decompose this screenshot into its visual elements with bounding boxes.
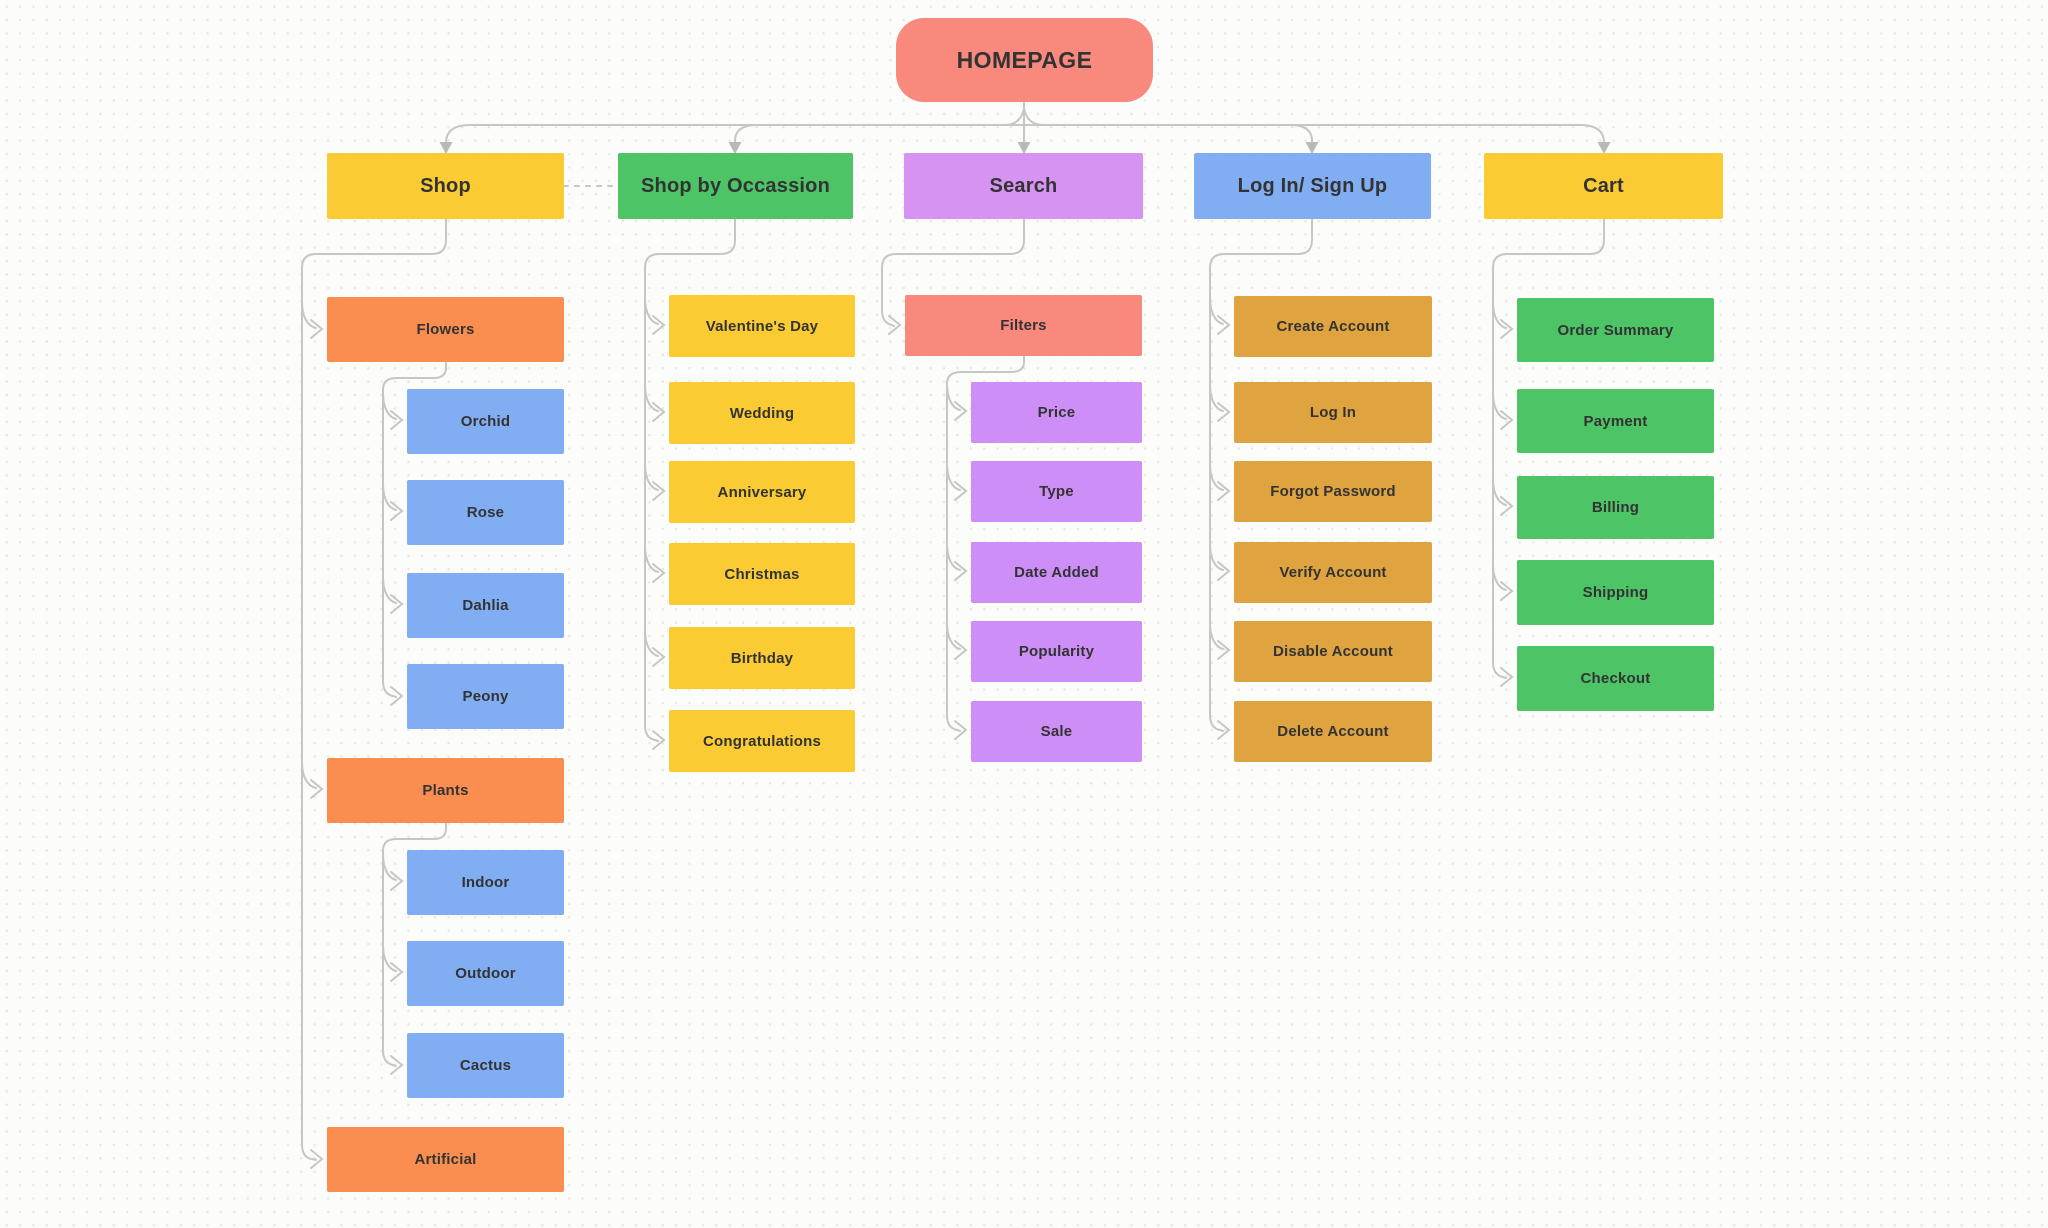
node-label: HOMEPAGE [956, 46, 1093, 73]
node-anniversary[interactable]: Anniversary [669, 461, 855, 523]
node-shop-by-occassion[interactable]: Shop by Occassion [618, 153, 853, 219]
node-valentines-day[interactable]: Valentine's Day [669, 295, 855, 357]
node-verify-account[interactable]: Verify Account [1234, 542, 1432, 603]
node-label: Cactus [459, 1057, 512, 1074]
node-search[interactable]: Search [904, 153, 1143, 219]
node-date-added[interactable]: Date Added [971, 542, 1142, 603]
node-type[interactable]: Type [971, 461, 1142, 522]
node-birthday[interactable]: Birthday [669, 627, 855, 689]
node-flowers[interactable]: Flowers [327, 297, 564, 362]
node-popularity[interactable]: Popularity [971, 621, 1142, 682]
node-rose[interactable]: Rose [407, 480, 564, 545]
node-filters[interactable]: Filters [905, 295, 1142, 356]
node-plants[interactable]: Plants [327, 758, 564, 823]
node-shipping[interactable]: Shipping [1517, 560, 1714, 625]
node-wedding[interactable]: Wedding [669, 382, 855, 444]
node-label: Popularity [1018, 643, 1095, 660]
node-label: Shop [420, 174, 471, 197]
node-shop[interactable]: Shop [327, 153, 564, 219]
node-billing[interactable]: Billing [1517, 476, 1714, 539]
node-label: Christmas [724, 565, 800, 583]
node-label: Shipping [1582, 584, 1649, 601]
node-label: Forgot Password [1270, 483, 1396, 500]
node-label: Order Summary [1557, 321, 1674, 339]
node-order-summary[interactable]: Order Summary [1517, 298, 1714, 362]
node-indoor[interactable]: Indoor [407, 850, 564, 915]
node-label: Create Account [1276, 318, 1390, 335]
node-cactus[interactable]: Cactus [407, 1033, 564, 1098]
node-label: Payment [1583, 412, 1648, 430]
node-checkout[interactable]: Checkout [1517, 646, 1714, 711]
node-label: Birthday [730, 649, 794, 667]
node-christmas[interactable]: Christmas [669, 543, 855, 605]
node-sale[interactable]: Sale [971, 701, 1142, 762]
node-label: Peony [462, 688, 509, 705]
node-label: Valentine's Day [705, 317, 819, 335]
node-forgot-password[interactable]: Forgot Password [1234, 461, 1432, 522]
node-homepage[interactable]: HOMEPAGE [896, 18, 1153, 102]
node-cart[interactable]: Cart [1484, 153, 1723, 219]
node-label: Flowers [416, 321, 475, 338]
node-log-in[interactable]: Log In [1234, 382, 1432, 443]
node-orchid[interactable]: Orchid [407, 389, 564, 454]
node-label: Sale [1040, 723, 1073, 740]
node-label: Anniversary [717, 483, 807, 501]
node-label: Plants [422, 782, 469, 799]
node-label: Billing [1591, 499, 1640, 516]
node-dahlia[interactable]: Dahlia [407, 573, 564, 638]
node-label: Dahlia [462, 597, 509, 614]
node-label: Cart [1583, 174, 1624, 197]
node-label: Filters [1000, 317, 1047, 334]
node-label: Log In/ Sign Up [1237, 174, 1388, 197]
node-label: Log In [1309, 404, 1357, 421]
node-label: Type [1039, 483, 1074, 500]
node-disable-account[interactable]: Disable Account [1234, 621, 1432, 682]
node-label: Search [989, 174, 1058, 197]
node-label: Verify Account [1279, 564, 1387, 581]
node-label: Congratulations [703, 732, 821, 750]
node-login-signup[interactable]: Log In/ Sign Up [1194, 153, 1431, 219]
node-peony[interactable]: Peony [407, 664, 564, 729]
node-label: Indoor [461, 874, 510, 891]
node-delete-account[interactable]: Delete Account [1234, 701, 1432, 762]
node-payment[interactable]: Payment [1517, 389, 1714, 453]
node-label: Orchid [460, 413, 511, 430]
node-label: Artificial [414, 1151, 477, 1168]
node-congratulations[interactable]: Congratulations [669, 710, 855, 772]
node-label: Checkout [1580, 670, 1651, 687]
node-label: Wedding [729, 404, 795, 422]
node-label: Price [1037, 404, 1076, 421]
node-price[interactable]: Price [971, 382, 1142, 443]
node-label: Rose [466, 504, 505, 521]
node-create-account[interactable]: Create Account [1234, 296, 1432, 357]
node-label: Delete Account [1277, 723, 1389, 740]
node-artificial[interactable]: Artificial [327, 1127, 564, 1192]
node-label: Date Added [1014, 564, 1099, 581]
node-outdoor[interactable]: Outdoor [407, 941, 564, 1006]
node-label: Outdoor [455, 965, 516, 982]
node-label: Disable Account [1273, 643, 1393, 660]
node-label: Shop by Occassion [640, 174, 830, 197]
